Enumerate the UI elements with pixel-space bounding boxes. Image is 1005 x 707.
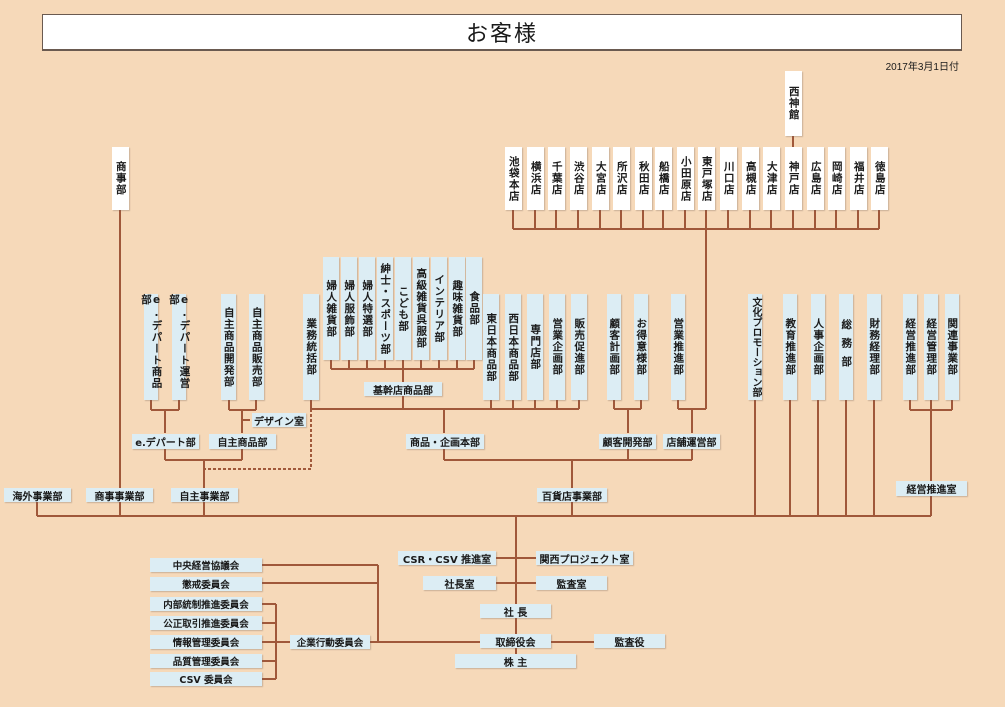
store-box[interactable]: 船橋店 [655, 147, 672, 210]
dept-box[interactable]: 経営推進部 [903, 294, 917, 400]
committee-box[interactable]: 品質管理委員会 [150, 654, 262, 668]
kansai-project-office[interactable]: 関西プロジェクト室 [536, 551, 633, 566]
dept-box[interactable]: 顧客計画部 [607, 294, 621, 400]
store-box[interactable]: 高槻店 [742, 147, 759, 210]
dept-box[interactable]: 関連事業部 [945, 294, 959, 400]
division-hyakkaten[interactable]: 百貨店事業部 [537, 488, 607, 503]
store-annex[interactable]: 西神館 [785, 71, 802, 136]
committee-box[interactable]: CSV 委員会 [150, 672, 262, 686]
dept-box[interactable]: 財務経理部 [867, 294, 881, 400]
president[interactable]: 社 長 [480, 604, 551, 619]
store-box[interactable]: 小田原店 [677, 147, 694, 210]
dept-box[interactable]: 婦人特選部 [359, 257, 375, 360]
dept-box[interactable]: 自主商品開発部 [221, 294, 236, 400]
kokyaku-group[interactable]: 顧客開発部 [599, 434, 656, 449]
kikanten-group[interactable]: 基幹店商品部 [364, 382, 442, 397]
store-box[interactable]: 広島店 [807, 147, 824, 210]
store-box[interactable]: 神戸店 [785, 147, 802, 210]
store-box[interactable]: 東戸塚店 [698, 147, 715, 210]
dept-box[interactable]: インテリア部 [431, 257, 447, 360]
store-box[interactable]: 大宮店 [592, 147, 609, 210]
committee-box[interactable]: 情報管理委員会 [150, 635, 262, 649]
dept-box[interactable]: 食品部 [466, 257, 482, 360]
dept-box[interactable]: 人事企画部 [811, 294, 825, 400]
dept-box[interactable]: e.デパート商品部 [140, 294, 163, 400]
csr-csv-office[interactable]: CSR・CSV 推進室 [398, 551, 496, 566]
committee-box[interactable]: 中央経営協議会 [150, 558, 262, 572]
dept-box[interactable]: 販売促進部 [571, 294, 587, 400]
store-box[interactable]: 千葉店 [548, 147, 565, 210]
store-box[interactable]: 大津店 [763, 147, 780, 210]
committee-box[interactable]: 公正取引推進委員会 [150, 616, 262, 630]
store-box[interactable]: 横浜店 [527, 147, 544, 210]
board-of-directors[interactable]: 取締役会 [480, 634, 551, 649]
gyomu-tokatsu-dept[interactable]: 業務統括部 [303, 294, 319, 400]
dept-box[interactable]: 紳士・スポーツ部 [377, 257, 393, 360]
dept-box[interactable]: 教育推進部 [783, 294, 797, 400]
dept-box[interactable]: 経営管理部 [924, 294, 938, 400]
shareholders[interactable]: 株 主 [455, 654, 576, 669]
committee-box[interactable]: 内部統制推進委員会 [150, 597, 262, 611]
division-kaigai[interactable]: 海外事業部 [4, 488, 71, 503]
dept-box[interactable]: 専門店部 [527, 294, 543, 400]
design-office[interactable]: デザイン室 [252, 413, 306, 428]
president-office[interactable]: 社長室 [423, 576, 496, 591]
audit-office[interactable]: 監査室 [536, 576, 607, 591]
customers-header: お客様 [42, 14, 962, 50]
dept-box[interactable]: 営業企画部 [549, 294, 565, 400]
dept-box[interactable]: 総務部 [839, 294, 853, 400]
effective-date: 2017年3月1日付 [885, 62, 959, 73]
store-box[interactable]: 徳島店 [871, 147, 888, 210]
store-box[interactable]: 福井店 [850, 147, 867, 210]
dept-box[interactable]: 自主商品販売部 [249, 294, 264, 400]
store-box[interactable]: 渋谷店 [570, 147, 587, 210]
store-box[interactable]: 岡崎店 [828, 147, 845, 210]
store-box[interactable]: 池袋本店 [505, 147, 522, 210]
store-box[interactable]: 所沢店 [613, 147, 630, 210]
committee-box[interactable]: 懲戒委員会 [150, 577, 262, 591]
division-shoji[interactable]: 商事事業部 [86, 488, 153, 503]
dept-box[interactable]: 婦人雑貨部 [323, 257, 339, 360]
corporate-conduct-committee[interactable]: 企業行動委員会 [290, 635, 370, 649]
dept-box[interactable]: 西日本商品部 [505, 294, 521, 400]
division-jishu[interactable]: 自主事業部 [171, 488, 238, 503]
store-box[interactable]: 秋田店 [635, 147, 652, 210]
store-box[interactable]: 川口店 [720, 147, 737, 210]
dept-box[interactable]: 営業推進部 [671, 294, 685, 400]
edepart-group[interactable]: e.デパート部 [132, 434, 199, 449]
keiei-group[interactable]: 経営推進室 [896, 481, 967, 496]
dept-box[interactable]: 東日本商品部 [483, 294, 499, 400]
shoji-dept[interactable]: 商事部 [112, 147, 129, 210]
dept-box[interactable]: 文化プロモーション部 [748, 294, 762, 400]
auditor[interactable]: 監査役 [594, 634, 665, 649]
dept-box[interactable]: e.デパート運営部 [168, 294, 191, 400]
tenpo-group[interactable]: 店舗運営部 [663, 434, 720, 449]
shohin-kikaku-group[interactable]: 商品・企画本部 [406, 434, 484, 449]
dept-box[interactable]: 趣味雑貨部 [449, 257, 465, 360]
dept-box[interactable]: お得意様部 [634, 294, 648, 400]
jishu-group[interactable]: 自主商品部 [209, 434, 276, 449]
dept-box[interactable]: 高級雑貨呉服部 [413, 257, 429, 360]
dept-box[interactable]: こども部 [395, 257, 411, 360]
dept-box[interactable]: 婦人服飾部 [341, 257, 357, 360]
